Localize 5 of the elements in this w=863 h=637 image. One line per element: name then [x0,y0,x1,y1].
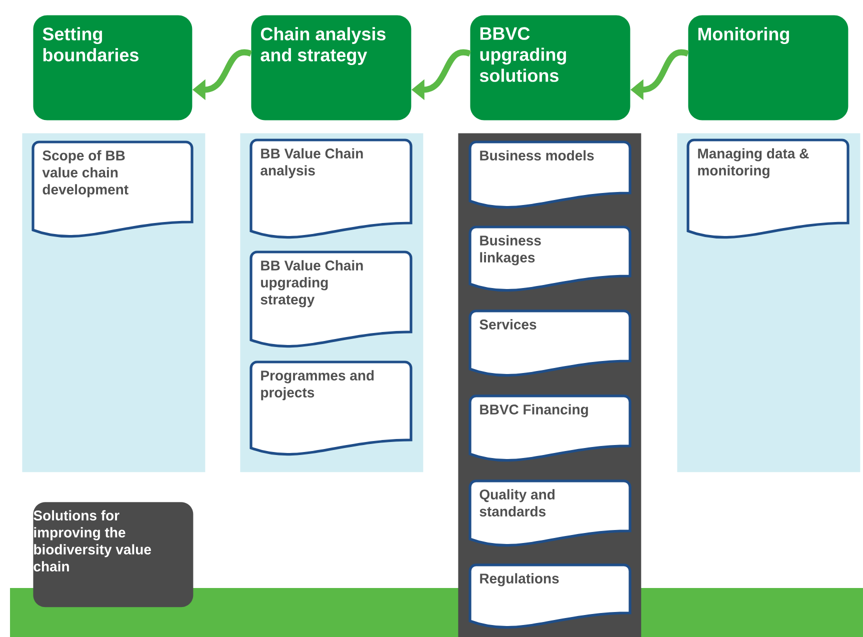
stage-box: BBVC upgrading solutions [470,15,630,120]
stage-box: Chain analysis and strategy [251,15,412,120]
stage-box: Setting boundaries [33,15,192,120]
stage-box: Monitoring [688,15,848,120]
note-box: Solutions for improving the biodiversity value chain [33,502,194,608]
